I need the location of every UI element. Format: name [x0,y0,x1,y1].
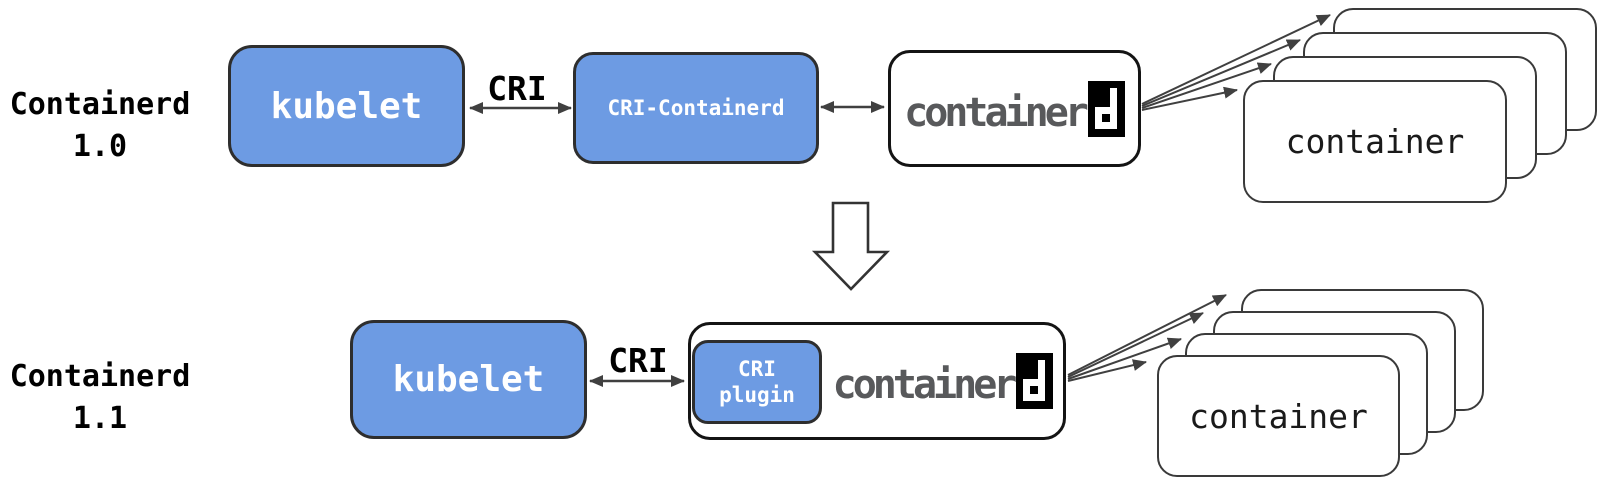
containerd-d-icon [1016,353,1054,409]
containerd-box-1-0: container [888,50,1141,167]
kubelet-box-1-0: kubelet [228,45,465,167]
cri-plugin-box: CRI plugin [692,340,822,424]
container-label-1-0: container [1285,122,1465,161]
cri-link-label-1-1: CRI [608,341,668,380]
kubelet-box-1-1: kubelet [350,320,587,439]
kubelet-label-1-0: kubelet [270,85,423,127]
containerd-logo-text-1-0: container [904,89,1089,136]
version-label-1-0-line1: Containerd [9,87,191,122]
version-label-1-0-line2: 1.0 [72,129,128,164]
version-label-1-1-line2: 1.1 [72,401,128,436]
cri-link-label-1-0: CRI [487,69,547,108]
cri-containerd-label: CRI-Containerd [607,96,785,120]
cri-plugin-label-line1: CRI [738,356,776,381]
containerd-logo-text-1-1: container [832,362,1018,408]
containerd-box-1-1: CRI plugin container [688,322,1066,440]
version-label-1-1-line1: Containerd [9,359,191,394]
containerd-logo-1-0: container [904,80,1125,137]
container-stack-1-0-box-front: container [1243,80,1507,203]
container-stack-1-1-box-front: container [1157,355,1400,477]
cri-containerd-box: CRI-Containerd [573,52,819,164]
container-label-1-1: container [1189,396,1368,436]
version-label-1-0: Containerd 1.0 [5,84,195,168]
containerd-logo-1-1: container [829,325,1057,437]
cri-plugin-label-line2: plugin [719,383,795,407]
kubelet-label-1-1: kubelet [392,359,545,400]
containerd-d-icon [1087,80,1125,137]
version-label-1-1: Containerd 1.1 [5,356,195,440]
